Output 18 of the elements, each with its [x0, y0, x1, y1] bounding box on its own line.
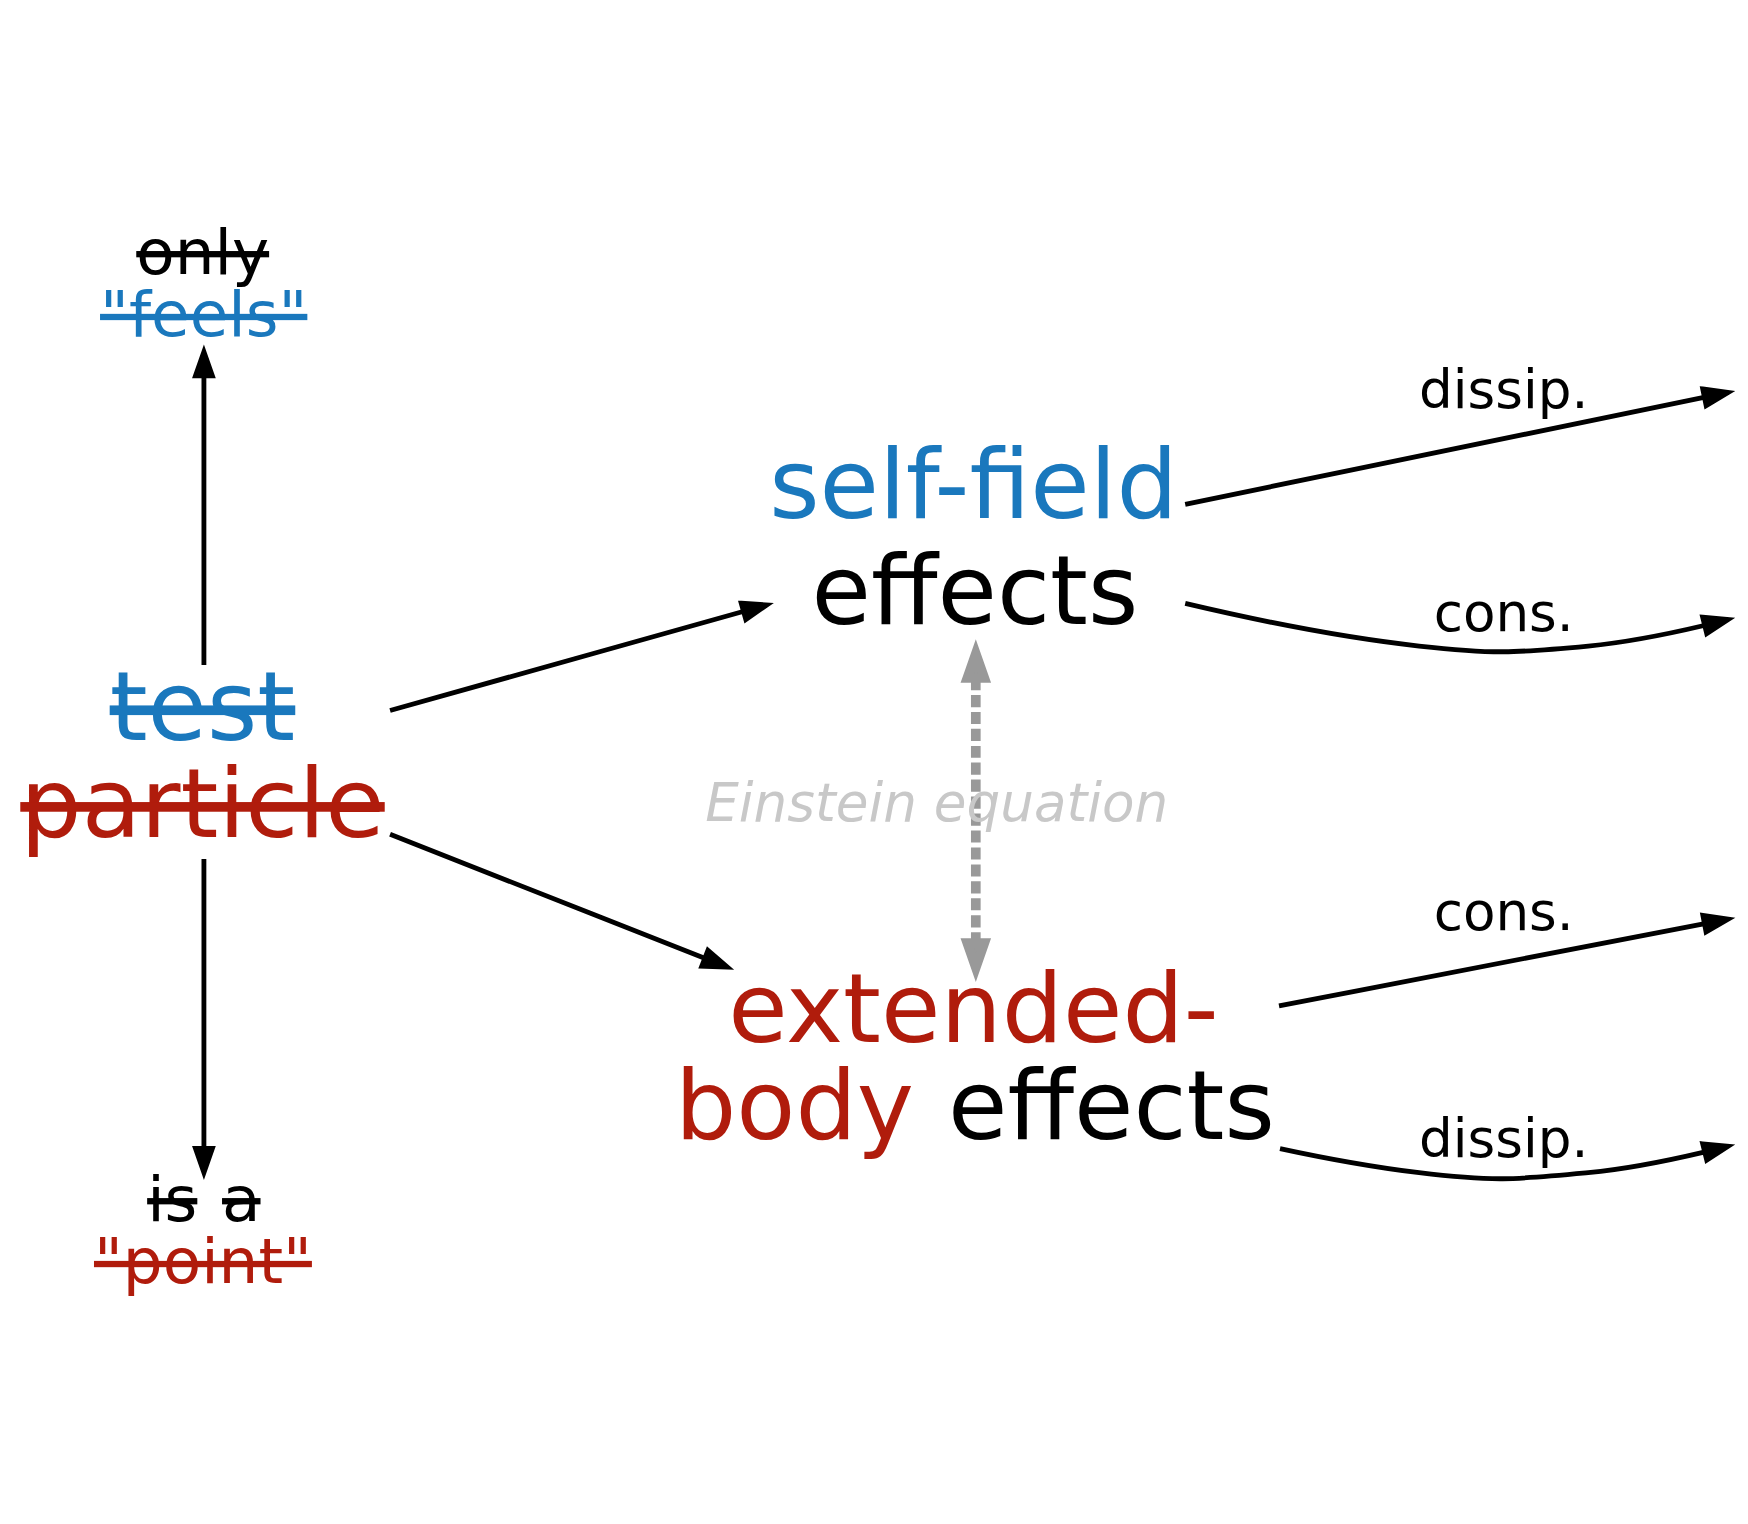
arrow — [1279, 1141, 1736, 1182]
arrow — [192, 344, 216, 665]
arrow — [1184, 601, 1736, 655]
arrow — [389, 600, 774, 713]
node-text: only "feels" — [100, 215, 308, 352]
edge-label: dissip. — [1419, 359, 1589, 422]
arrow — [192, 859, 216, 1180]
arrow — [389, 832, 735, 970]
edge-label: dissip. — [1419, 1108, 1589, 1171]
arrow — [960, 639, 992, 982]
arrow — [1278, 912, 1736, 1009]
edge-label: cons. — [1433, 581, 1574, 644]
node-text: self-field effects — [769, 427, 1178, 648]
node-text: is a "point" — [93, 1162, 312, 1299]
arrow — [1184, 386, 1736, 507]
edge-label: cons. — [1433, 881, 1574, 944]
node-text: test particle — [20, 650, 385, 860]
node-text: extended- body effects — [675, 952, 1275, 1162]
